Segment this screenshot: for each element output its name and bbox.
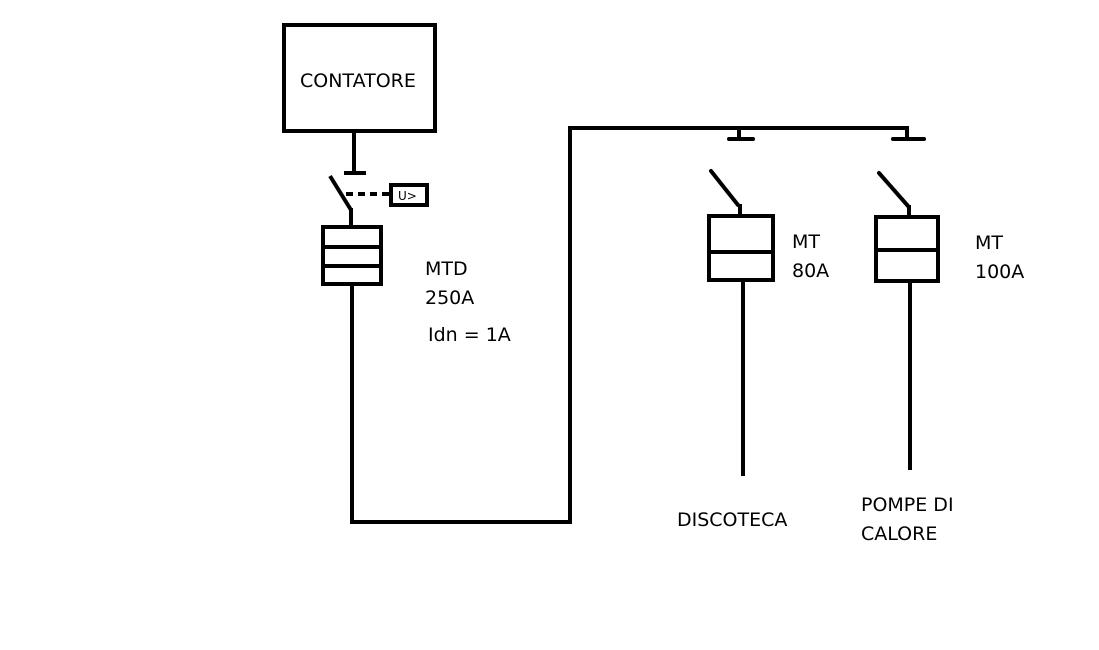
pompe-label-line1: POMPE DI bbox=[861, 494, 954, 516]
main-feeder-wire bbox=[350, 126, 909, 524]
meter-box bbox=[282, 23, 437, 133]
branch-1-type-label: MT bbox=[792, 231, 820, 253]
mtd-residual-label: Idn = 1A bbox=[428, 324, 511, 346]
meter-label: CONTATORE bbox=[300, 70, 416, 92]
mt-80a-breaker-box bbox=[707, 214, 775, 282]
undervoltage-relay-label: U> bbox=[398, 189, 417, 203]
undervoltage-relay-box bbox=[389, 183, 429, 207]
branch-2-rating-label: 100A bbox=[975, 261, 1025, 283]
mtd-breaker-box bbox=[321, 225, 383, 286]
mtd-rating-label: 250A bbox=[425, 287, 475, 309]
mtd-type-label: MTD bbox=[425, 258, 468, 280]
main-switch-blade bbox=[328, 174, 353, 212]
branch-2-type-label: MT bbox=[975, 232, 1003, 254]
branch-1-rating-label: 80A bbox=[792, 260, 830, 282]
branch-2-switch-blade bbox=[877, 171, 910, 208]
branch-1-switch-blade bbox=[709, 169, 740, 207]
pompe-label-line2: CALORE bbox=[861, 523, 938, 545]
discoteca-label: DISCOTECA bbox=[677, 509, 788, 531]
